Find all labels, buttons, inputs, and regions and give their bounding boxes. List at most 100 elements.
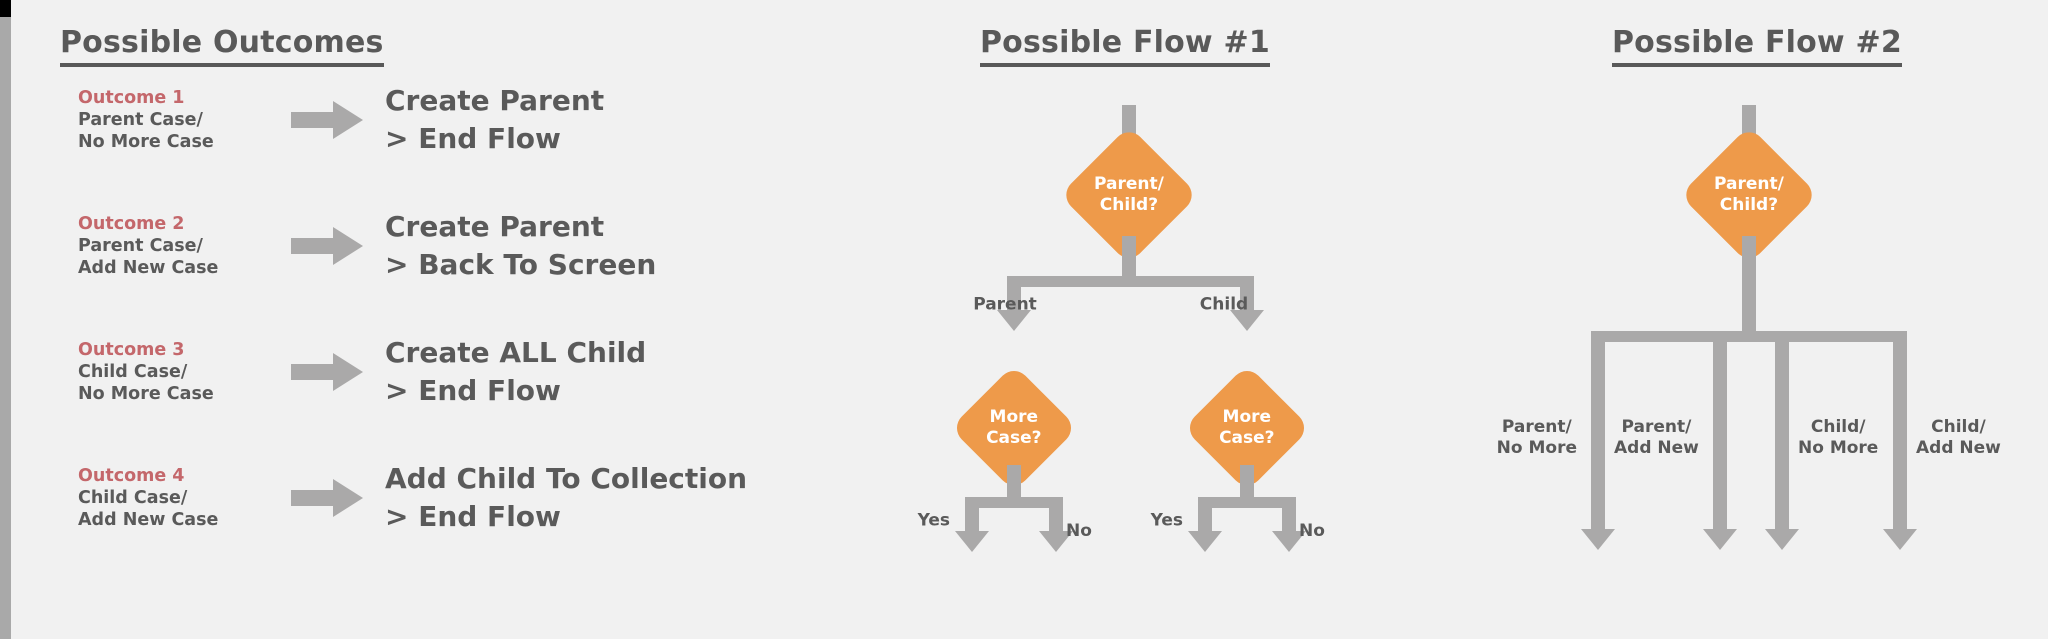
outcome-condition: Outcome 3 Child Case/ No More Case — [78, 339, 273, 405]
flow1-root-stem — [1122, 236, 1136, 286]
flow2-branch-2-shaft — [1713, 331, 1727, 531]
arrow-shaft — [291, 112, 335, 128]
flow2-outcome-label-3: Child/ No More — [1798, 417, 1878, 459]
flow1-right-leaf-stem — [1240, 465, 1254, 503]
flow2-outcome-label-2-line-1: Parent/ — [1621, 417, 1692, 437]
right-arrow-icon — [291, 227, 363, 265]
outcome-number: Outcome 1 — [78, 88, 185, 108]
left-edge-stripe — [0, 17, 11, 639]
flow2-title-text: Possible Flow #2 — [1612, 25, 1902, 67]
flow1-left-label-yes: Yes — [917, 510, 950, 531]
outcome-action-line-2: > End Flow — [385, 122, 561, 155]
flow1-split-bar — [1007, 276, 1254, 287]
outcomes-panel-title-text: Possible Outcomes — [60, 25, 384, 67]
outcome-condition-line-1: Child Case/ — [78, 488, 188, 508]
flow1-root-decision-label: Parent/ Child? — [1094, 174, 1164, 216]
right-arrow-icon — [291, 101, 363, 139]
flow2-root-line-1: Parent/ — [1714, 173, 1784, 194]
flow1-left-decision-label: More Case? — [986, 407, 1041, 449]
flow2-outcome-label-4: Child/ Add New — [1916, 417, 2001, 459]
flow2-outcome-label-1-line-1: Parent/ — [1501, 417, 1572, 437]
arrow-head — [333, 101, 363, 139]
flow1-root-line-2: Child? — [1099, 194, 1159, 215]
flow1-right-yes-shaft — [1198, 497, 1212, 533]
flow2-branch-4-shaft — [1893, 331, 1907, 531]
arrow-shaft — [291, 238, 335, 254]
outcome-condition: Outcome 1 Parent Case/ No More Case — [78, 87, 273, 153]
outcome-condition-line-2: Add New Case — [78, 510, 219, 530]
flow1-right-decision-line-1: More — [1222, 407, 1272, 427]
flow1-left-label-no: No — [1066, 521, 1092, 541]
flow1-left-leaf-bar — [965, 497, 1063, 508]
arrow-head — [333, 479, 363, 517]
flow2-branch-1-arrowhead — [1581, 529, 1615, 550]
flow2-outcome-label-1-line-2: No More — [1496, 438, 1577, 458]
outcome-number: Outcome 3 — [78, 340, 185, 360]
outcome-condition-line-1: Parent Case/ — [78, 110, 203, 130]
flow1-right-label-yes: Yes — [1150, 510, 1183, 531]
flow2-branch-4-arrowhead — [1883, 529, 1917, 550]
flow1-right-decision-line-2: Case? — [1219, 428, 1275, 448]
outcome-action-line-1: Add Child To Collection — [385, 462, 748, 495]
flow1-branch-label-child: Child — [1199, 294, 1249, 315]
outcome-condition: Outcome 4 Child Case/ Add New Case — [78, 465, 273, 531]
flow2-outcome-label-2: Parent/ Add New — [1614, 417, 1699, 459]
arrow-head — [333, 227, 363, 265]
outcome-action-line-2: > Back To Screen — [385, 248, 657, 281]
outcome-condition-line-2: No More Case — [78, 132, 214, 152]
flow2-branch-1-shaft — [1591, 331, 1605, 531]
outcome-action-line-1: Create ALL Child — [385, 336, 647, 369]
outcome-row: Outcome 1 Parent Case/ No More Case Crea… — [78, 82, 604, 158]
flow2-title: Possible Flow #2 — [1612, 25, 1902, 67]
flow1-right-yes-arrowhead — [1188, 531, 1222, 552]
outcomes-panel-title: Possible Outcomes — [60, 25, 384, 67]
flow1-right-branch-shaft — [1240, 276, 1254, 312]
flow1-left-branch-arrowhead — [997, 310, 1031, 331]
flow1-title: Possible Flow #1 — [980, 25, 1270, 67]
arrow-shaft — [291, 364, 335, 380]
outcome-condition-line-1: Parent Case/ — [78, 236, 203, 256]
flow2-outcome-label-1: Parent/ No More — [1497, 417, 1585, 459]
flow2-outcome-label-4-line-2: Add New — [1916, 438, 2001, 458]
flow1-left-no-shaft — [1049, 497, 1063, 533]
flow1-left-decision-line-2: Case? — [986, 428, 1042, 448]
flow1-right-branch-arrowhead — [1230, 310, 1264, 331]
flow2-branch-3-arrowhead — [1765, 529, 1799, 550]
corner-marker — [0, 0, 11, 17]
outcome-action: Add Child To Collection > End Flow — [385, 460, 747, 536]
flow1-left-no-arrowhead — [1039, 531, 1073, 552]
flow2-outcome-label-4-line-1: Child/ — [1931, 417, 1986, 437]
outcome-action: Create Parent > Back To Screen — [385, 208, 656, 284]
flow2-root-stem — [1742, 236, 1756, 338]
flow1-right-no-arrowhead — [1272, 531, 1306, 552]
flow2-outcome-label-3-line-1: Child/ — [1810, 417, 1866, 437]
outcome-condition-line-1: Child Case/ — [78, 362, 188, 382]
outcome-row: Outcome 2 Parent Case/ Add New Case Crea… — [78, 208, 656, 284]
outcome-condition-line-2: No More Case — [78, 384, 214, 404]
flow1-branch-label-parent: Parent — [973, 294, 1037, 315]
arrow-shaft — [291, 490, 335, 506]
flow1-right-no-shaft — [1282, 497, 1296, 533]
right-arrow-icon — [291, 353, 363, 391]
flow2-outcome-label-3-line-2: No More — [1798, 438, 1879, 458]
outcome-condition-line-2: Add New Case — [78, 258, 219, 278]
flow1-left-decision-line-1: More — [989, 407, 1039, 427]
outcome-number: Outcome 4 — [78, 466, 185, 486]
flow2-branch-3-shaft — [1775, 331, 1789, 531]
outcome-row: Outcome 4 Child Case/ Add New Case Add C… — [78, 460, 747, 536]
outcome-action-line-1: Create Parent — [385, 210, 605, 243]
outcome-action: Create Parent > End Flow — [385, 82, 604, 158]
flow2-split-bar — [1591, 331, 1907, 342]
outcome-action-line-1: Create Parent — [385, 84, 605, 117]
outcome-action: Create ALL Child > End Flow — [385, 334, 646, 410]
outcome-action-line-2: > End Flow — [385, 374, 561, 407]
outcome-row: Outcome 3 Child Case/ No More Case Creat… — [78, 334, 646, 410]
flow2-root-decision-label: Parent/ Child? — [1714, 174, 1784, 216]
flow1-title-text: Possible Flow #1 — [980, 25, 1270, 67]
outcome-condition: Outcome 2 Parent Case/ Add New Case — [78, 213, 273, 279]
flow1-root-line-1: Parent/ — [1094, 173, 1164, 194]
right-arrow-icon — [291, 479, 363, 517]
flow1-left-branch-shaft — [1007, 276, 1021, 312]
outcome-action-line-2: > End Flow — [385, 500, 561, 533]
